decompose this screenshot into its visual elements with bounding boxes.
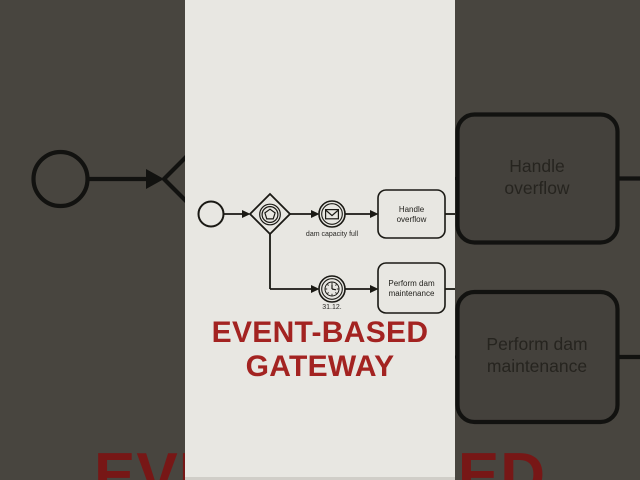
- task-label-line1: Handle: [399, 205, 425, 214]
- bg-task2-label-line1: Perform dam: [486, 334, 587, 354]
- bg-task1-label-line2: overflow: [504, 178, 570, 198]
- message-catch-event: [318, 200, 346, 228]
- arrowhead-icon: [311, 285, 320, 293]
- envelope-icon: [325, 209, 340, 220]
- event-inner-circle: [321, 278, 343, 300]
- gateway-diamond: [248, 192, 292, 236]
- event-based-gateway: [248, 192, 292, 236]
- panel-bottom-strip: [185, 477, 455, 480]
- arrowhead-icon: [311, 210, 320, 218]
- start-event-circle: [197, 200, 225, 228]
- event-inner-circle: [321, 203, 343, 225]
- pentagon-icon: [264, 208, 276, 220]
- arrowhead-icon: [242, 210, 251, 218]
- event-outer-circle: [318, 200, 346, 228]
- bpmn-diagram: dam capacity full: [197, 189, 455, 314]
- timer-catch-event: [318, 275, 346, 303]
- bg-task1-label-line1: Handle: [509, 156, 564, 176]
- task-box: [377, 262, 446, 314]
- task-label-line2: overflow: [397, 215, 427, 224]
- bg-start-event-circle: [31, 149, 90, 209]
- bg-arrowhead-icon: [146, 169, 164, 189]
- arrowhead-icon: [370, 210, 379, 218]
- gateway-inner-circle: [261, 206, 279, 224]
- panel-caption: EVENT-BASED GATEWAY: [185, 316, 455, 384]
- task-perform-maintenance: Perform dam maintenance: [377, 262, 446, 314]
- caption-line1: EVENT-BASED: [211, 316, 429, 349]
- timer-event-label: 31.12.: [322, 304, 342, 311]
- task-label-line1: Perform dam: [388, 279, 435, 288]
- clock-icon: [324, 281, 340, 297]
- diagram-panel: dam capacity full: [185, 0, 455, 480]
- caption-line2: GATEWAY: [245, 350, 395, 383]
- arrowhead-icon: [370, 285, 379, 293]
- message-event-label: dam capacity full: [306, 231, 359, 238]
- task-box: [377, 189, 446, 239]
- gateway-outer-circle: [259, 203, 281, 226]
- bg-task2-label-line2: maintenance: [487, 356, 587, 376]
- task-label-line2: maintenance: [389, 289, 435, 298]
- task-handle-overflow: Handle overflow: [377, 189, 446, 239]
